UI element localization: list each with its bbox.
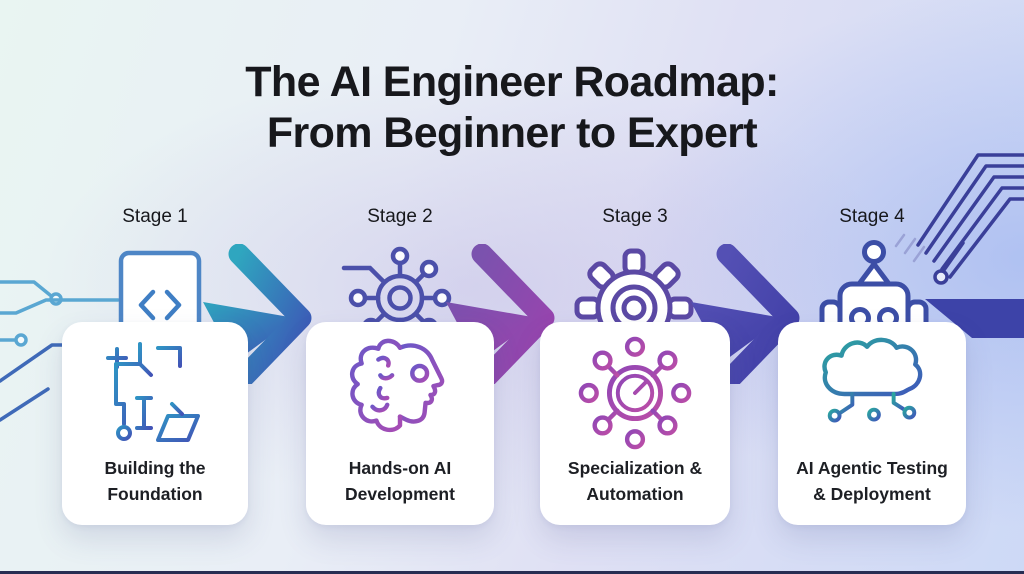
stage-2-card-line2: Development [345, 484, 455, 504]
arrow-stage2-to-stage3-icon [446, 244, 555, 384]
left-circuit-traces-dark-icon [0, 343, 64, 422]
page-title-line2: From Beginner to Expert [266, 109, 758, 157]
stage-1-card-line2: Foundation [107, 484, 203, 504]
page-title-line1: The AI Engineer Roadmap: [245, 58, 779, 106]
stage-1-card: Building the Foundation [62, 322, 248, 525]
stage-4-card-line1: AI Agentic Testing [796, 458, 948, 478]
circuit-foundation-icon [106, 340, 200, 442]
stage-3-label: Stage 3 [602, 206, 668, 227]
bottom-edge-bar [0, 571, 1024, 574]
page-title: The AI Engineer Roadmap: From Beginner t… [0, 57, 1024, 159]
left-circuit-traces-icon [0, 280, 120, 347]
stage-2-label: Stage 2 [367, 206, 433, 227]
stage-3-card-line1: Specialization & [567, 458, 703, 478]
stage-4-card-line2: & Deployment [813, 484, 931, 504]
cloud-circuit-icon [822, 337, 923, 423]
arrow-stage3-to-stage4-icon [691, 244, 800, 384]
stage-2-card: Hands-on AI Development [306, 322, 494, 525]
stage-4-card-label: AI Agentic Testing & Deployment [778, 455, 966, 507]
brain-head-icon [350, 338, 445, 433]
stage-4-card: AI Agentic Testing & Deployment [778, 322, 966, 525]
stage-3-card: Specialization & Automation [540, 322, 730, 525]
automation-hub-icon [578, 336, 692, 450]
stage-2-card-label: Hands-on AI Development [306, 455, 494, 507]
arrow-stage1-to-stage2-icon [203, 244, 312, 384]
stage-3-card-line2: Automation [586, 484, 684, 504]
stage-2-card-line1: Hands-on AI [348, 458, 452, 478]
stage-1-card-line1: Building the [104, 458, 206, 478]
stage-4-label: Stage 4 [839, 206, 905, 227]
stage-3-card-label: Specialization & Automation [540, 455, 730, 507]
stage-1-label: Stage 1 [122, 206, 188, 227]
top-right-circuit-traces-icon [916, 153, 1024, 285]
right-edge-arrow-band [925, 299, 1024, 338]
stage-1-card-label: Building the Foundation [62, 455, 248, 507]
circuit-dashes-icon [894, 233, 926, 263]
